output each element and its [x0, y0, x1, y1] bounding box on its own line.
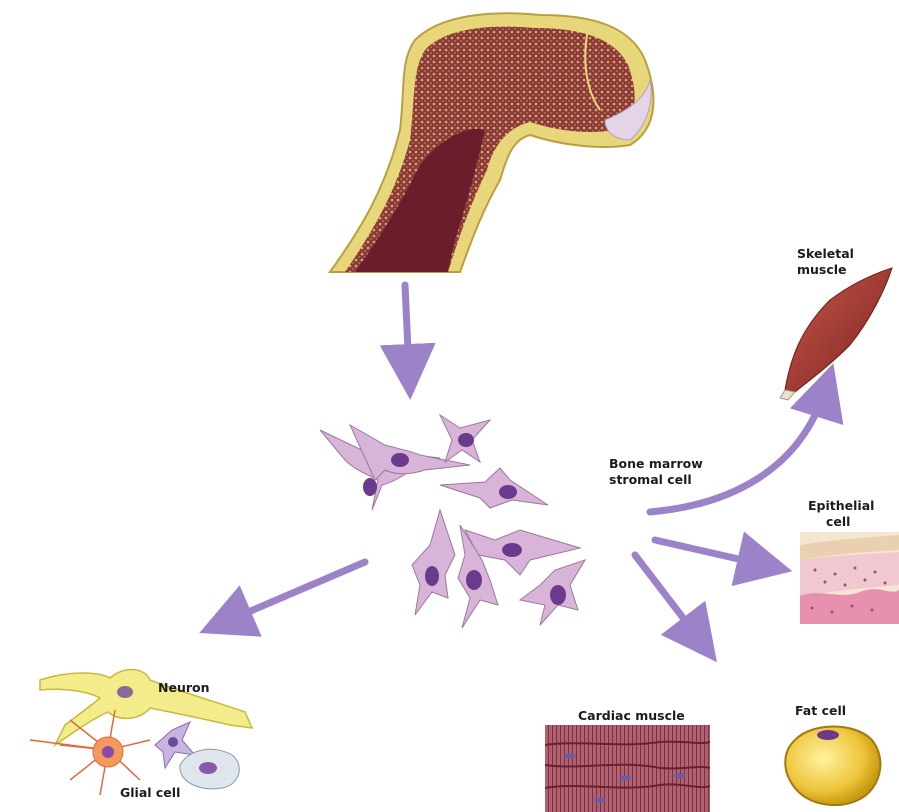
label-epithelial-cell: Epithelial cell [808, 498, 879, 529]
muscle-tendon [780, 390, 795, 400]
arrow-to-skeletal-muscle [650, 390, 825, 512]
label-epithelial-line2: cell [826, 514, 850, 529]
bone-illustration [330, 13, 653, 272]
label-neuron: Neuron [158, 680, 210, 695]
label-stromal-cell: Bone marrow stromal cell [609, 456, 707, 487]
arrow-to-epithelial-cell [655, 540, 765, 565]
fat-cell-illustration [785, 727, 880, 806]
label-stromal-line2: stromal cell [609, 472, 692, 487]
neuron [40, 670, 252, 745]
stromal-cell [440, 468, 548, 508]
label-cardiac-muscle: Cardiac muscle [578, 708, 685, 723]
epithelial-tissue-illustration [800, 532, 899, 624]
label-fat-cell: Fat cell [795, 703, 846, 718]
stromal-cell [412, 510, 455, 615]
arrows [225, 285, 825, 640]
arrow-to-cardiac-muscle [635, 555, 700, 640]
stromal-cell-cluster [320, 415, 585, 628]
arrow-to-neuron [225, 562, 365, 622]
label-skeletal-line2: muscle [797, 262, 847, 277]
label-stromal-line1: Bone marrow [609, 456, 703, 471]
skeletal-muscle-illustration [780, 268, 892, 400]
stromal-cell [440, 415, 490, 462]
label-skeletal-muscle: Skeletal muscle [797, 246, 858, 277]
skeletal-muscle [785, 268, 892, 392]
cardiac-muscle-illustration [545, 725, 710, 812]
label-epithelial-line1: Epithelial [808, 498, 874, 513]
glial-cell-orange [30, 710, 150, 795]
fat-cell-nucleus [817, 730, 839, 740]
arrow-bone-to-stromal [405, 285, 409, 372]
glial-cell-flat [180, 749, 239, 789]
label-skeletal-line1: Skeletal [797, 246, 854, 261]
neural-cells-illustration [30, 670, 252, 795]
stromal-cell [520, 560, 585, 625]
label-glial-cell: Glial cell [120, 785, 180, 800]
